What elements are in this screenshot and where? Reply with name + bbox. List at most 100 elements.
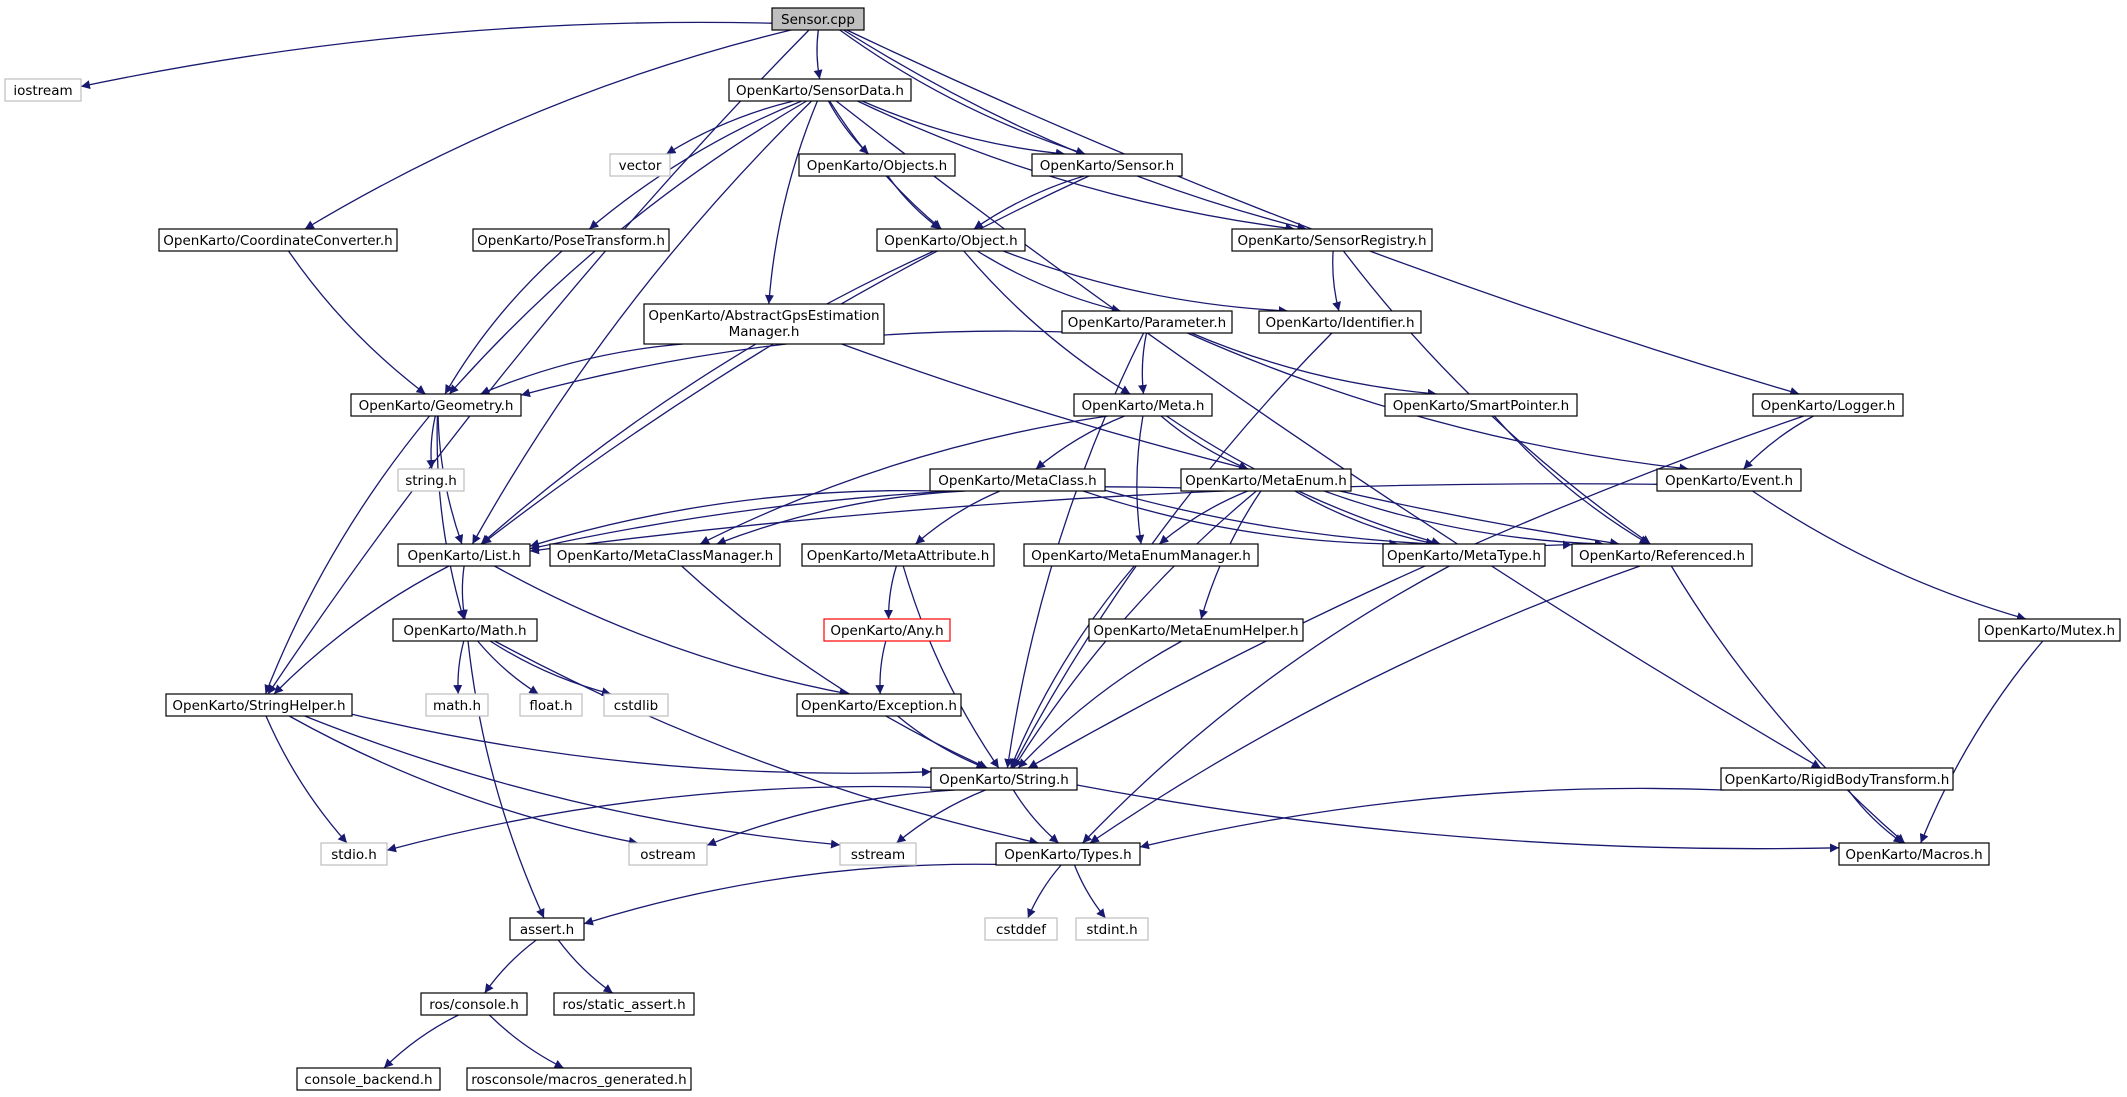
include-edge [264, 415, 431, 695]
include-edge [897, 715, 986, 769]
node-okstring-h[interactable]: OpenKarto/String.h [930, 767, 1078, 791]
node-metaclass-h[interactable]: OpenKarto/MetaClass.h [929, 468, 1106, 492]
node-math-h[interactable]: OpenKarto/Math.h [392, 618, 538, 642]
node-label: OpenKarto/String.h [939, 772, 1069, 788]
include-edge [1158, 490, 1248, 545]
node-label: iostream [13, 83, 72, 99]
node-identifier-h[interactable]: OpenKarto/Identifier.h [1258, 310, 1422, 334]
include-edge [529, 489, 937, 548]
node-box [320, 842, 388, 866]
node-referenced-h[interactable]: OpenKarto/Referenced.h [1571, 543, 1753, 567]
node-assert-h[interactable]: assert.h [509, 917, 585, 941]
node-sensorregistry-h[interactable]: OpenKarto/SensorRegistry.h [1231, 228, 1433, 252]
node-sensor-cpp[interactable]: Sensor.cpp [771, 7, 865, 31]
node-mathsys-h: math.h [425, 693, 489, 717]
include-edge [1027, 864, 1062, 919]
include-edge [1187, 332, 1689, 473]
node-metaenumhelper-h[interactable]: OpenKarto/MetaEnumHelper.h [1088, 618, 1304, 642]
node-smartpointer-h[interactable]: OpenKarto/SmartPointer.h [1384, 393, 1578, 417]
include-edge [1847, 789, 1904, 844]
node-macros-h[interactable]: OpenKarto/Macros.h [1838, 842, 1990, 866]
include-edge [529, 483, 1658, 555]
dependency-nodes: Sensor.cpp iostream OpenKarto/SensorData.h… [4, 7, 2121, 1091]
include-edge [1191, 332, 1437, 398]
node-label: OpenKarto/Exception.h [801, 698, 957, 714]
node-metaattribute-h[interactable]: OpenKarto/MetaAttribute.h [801, 543, 995, 567]
node-box [472, 228, 670, 252]
include-edge [80, 21, 773, 90]
node-box [839, 842, 917, 866]
dependency-edges [80, 21, 2044, 1069]
include-edge [1138, 332, 1148, 395]
include-edge [1017, 640, 1183, 769]
node-macrosgen-h[interactable]: rosconsole/macros_generated.h [466, 1067, 692, 1091]
node-logger-h[interactable]: OpenKarto/Logger.h [1752, 393, 1904, 417]
node-box [1384, 393, 1578, 417]
include-edge [1104, 489, 1573, 550]
node-label: OpenKarto/Meta.h [1082, 398, 1205, 414]
node-rosstaticassert-h[interactable]: ros/static_assert.h [553, 992, 695, 1016]
node-label: OpenKarto/MetaEnumHelper.h [1093, 623, 1298, 639]
node-objects-h[interactable]: OpenKarto/Objects.h [798, 153, 956, 177]
node-geometry-h[interactable]: OpenKarto/Geometry.h [350, 393, 522, 417]
node-box [1571, 543, 1753, 567]
include-edge [1002, 250, 1288, 316]
node-label: assert.h [520, 922, 574, 938]
node-label: OpenKarto/Objects.h [807, 158, 947, 174]
include-edge [1027, 415, 1805, 769]
node-box [549, 543, 781, 567]
node-object-h[interactable]: OpenKarto/Object.h [876, 228, 1026, 252]
node-coordconv-h[interactable]: OpenKarto/CoordinateConverter.h [158, 228, 398, 252]
include-edge [1919, 640, 2044, 844]
node-meta-h[interactable]: OpenKarto/Meta.h [1073, 393, 1213, 417]
node-box [397, 468, 465, 492]
node-types-h[interactable]: OpenKarto/Types.h [995, 842, 1141, 866]
node-label: OpenKarto/Logger.h [1761, 398, 1896, 414]
node-rosconsole-h[interactable]: ros/console.h [420, 992, 528, 1016]
node-list-h[interactable]: OpenKarto/List.h [397, 543, 531, 567]
node-mutex-h[interactable]: OpenKarto/Mutex.h [1978, 618, 2121, 642]
node-box [4, 78, 82, 102]
node-sensor-h[interactable]: OpenKarto/Sensor.h [1031, 153, 1183, 177]
node-label: OpenKarto/MetaType.h [1387, 548, 1541, 564]
include-edge [1332, 250, 1341, 312]
node-label: OpenKarto/PoseTransform.h [477, 233, 665, 249]
node-label: OpenKarto/Referenced.h [1579, 548, 1745, 564]
include-edge [963, 250, 1131, 395]
include-edge [477, 640, 539, 695]
include-edge [1035, 415, 1125, 470]
node-posetransform-h[interactable]: OpenKarto/PoseTransform.h [472, 228, 670, 252]
node-parameter-h[interactable]: OpenKarto/Parameter.h [1061, 310, 1233, 334]
node-label: ros/static_assert.h [562, 997, 685, 1013]
node-label: math.h [433, 698, 481, 714]
node-box [1978, 618, 2121, 642]
include-edge [973, 175, 1085, 230]
node-box [603, 693, 669, 717]
include-edge [489, 640, 612, 697]
node-label: stdint.h [1086, 922, 1137, 938]
node-label: OpenKarto/Math.h [403, 623, 526, 639]
include-edge [681, 565, 988, 769]
node-consolebackend-h[interactable]: console_backend.h [296, 1067, 441, 1091]
node-metaenum-h[interactable]: OpenKarto/MetaEnum.h [1180, 468, 1352, 492]
node-metaclassmgr-h[interactable]: OpenKarto/MetaClassManager.h [549, 543, 781, 567]
include-edge [494, 565, 849, 697]
node-event-h[interactable]: OpenKarto/Event.h [1656, 468, 1802, 492]
include-edge [841, 343, 1620, 548]
include-edge [1670, 565, 1906, 844]
node-box [876, 228, 1026, 252]
node-stringhelper-h[interactable]: OpenKarto/StringHelper.h [165, 693, 353, 717]
node-sensordata-h[interactable]: OpenKarto/SensorData.h [728, 78, 912, 102]
node-box [609, 153, 671, 177]
include-edge [1752, 490, 2027, 621]
node-rigidbody-h[interactable]: OpenKarto/RigidBodyTransform.h [1720, 767, 1954, 791]
node-box [165, 693, 353, 717]
node-metatype-h[interactable]: OpenKarto/MetaType.h [1382, 543, 1546, 567]
node-label: console_backend.h [304, 1072, 432, 1088]
node-any-h[interactable]: OpenKarto/Any.h [823, 618, 951, 642]
node-exception-h[interactable]: OpenKarto/Exception.h [796, 693, 962, 717]
include-edge [426, 415, 436, 470]
node-metaenummgr-h[interactable]: OpenKarto/MetaEnumManager.h [1023, 543, 1259, 567]
include-edge [1082, 565, 1450, 844]
